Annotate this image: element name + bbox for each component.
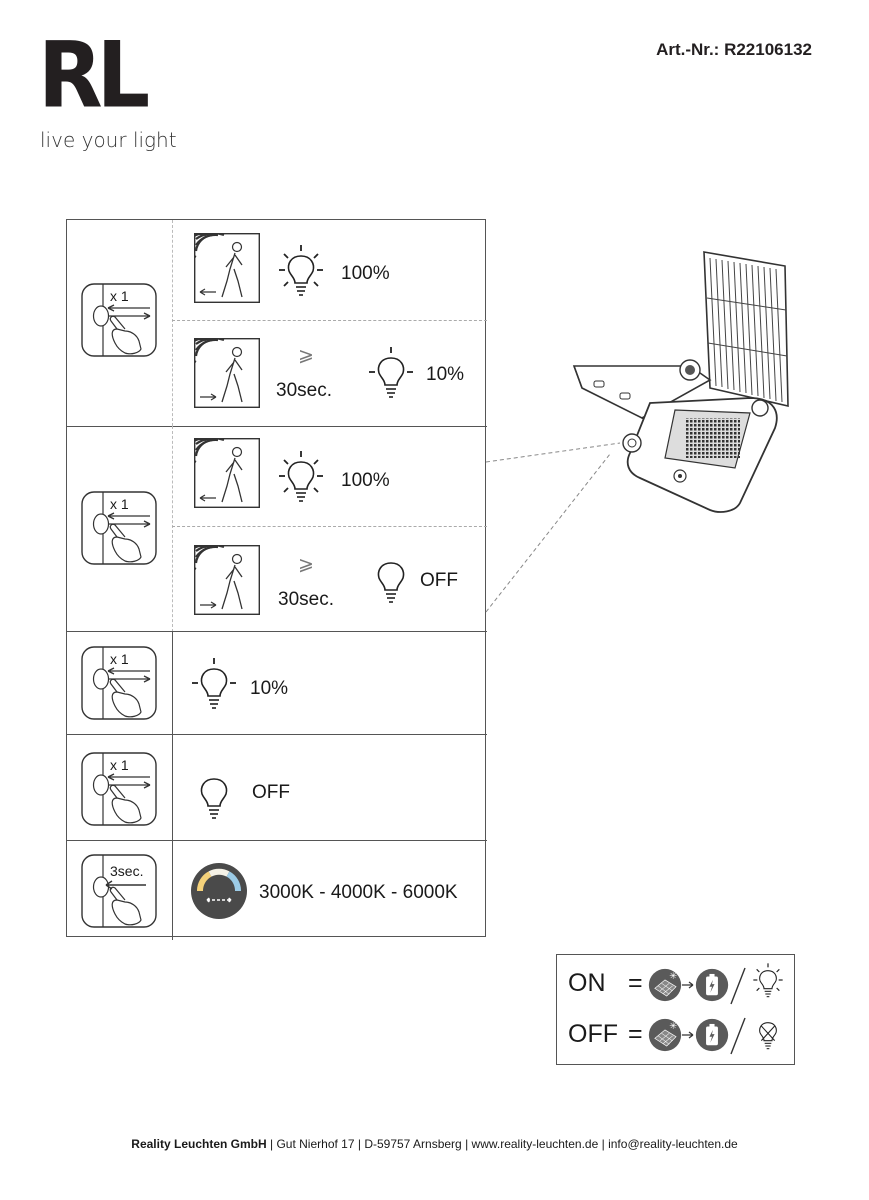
footer-company: Reality Leuchten GmbH <box>131 1137 267 1151</box>
greater-equal-symbol: ⩾ <box>298 345 314 366</box>
column-divider <box>172 631 173 940</box>
color-temperature-values: 3000K - 4000K - 6000K <box>259 882 458 903</box>
article-label: Art.-Nr.: <box>656 40 720 59</box>
arrows-icon <box>104 771 154 791</box>
brand-tagline: live your light <box>40 128 177 152</box>
brightness-value: OFF <box>252 782 290 803</box>
bulb-bright-icon <box>748 962 788 1002</box>
brightness-value: 10% <box>426 364 465 385</box>
bulb-bright-icon <box>271 449 331 509</box>
footer-separator: | <box>270 1137 274 1151</box>
arrow-right-icon <box>682 981 694 989</box>
bulb-off-icon <box>361 550 421 610</box>
solar-panel-icon <box>648 1018 682 1052</box>
press-count-label: x 1 <box>110 651 129 667</box>
arrows-icon <box>104 510 154 530</box>
brightness-value: 100% <box>341 470 390 491</box>
bulb-off-icon <box>748 1014 788 1054</box>
press-count-label: x 1 <box>110 496 129 512</box>
solar-panel-icon <box>648 968 682 1002</box>
arrows-icon <box>104 302 154 322</box>
press-duration-label: 3sec. <box>110 863 144 879</box>
row-divider <box>67 734 487 735</box>
sub-row-divider <box>172 320 487 321</box>
slash-divider <box>730 1017 746 1055</box>
footer-city: D-59757 Arnsberg <box>364 1137 462 1151</box>
footer-address: Gut Nierhof 17 <box>276 1137 355 1151</box>
footer-separator: | <box>465 1137 469 1151</box>
legend-on-label: ON <box>568 969 606 997</box>
footer-email-link[interactable]: info@reality-leuchten.de <box>608 1137 738 1151</box>
arrow-right-icon <box>682 1031 694 1039</box>
arrow-left-icon <box>199 288 216 296</box>
legend-equals: = <box>628 969 643 997</box>
slash-divider <box>730 967 746 1005</box>
leader-lines <box>485 442 621 613</box>
footer-separator: | <box>601 1137 605 1151</box>
footer-web-link[interactable]: www.reality-leuchten.de <box>471 1137 599 1151</box>
sub-row-divider <box>172 526 487 527</box>
arrow-right-icon <box>200 393 217 401</box>
brightness-value: 100% <box>341 263 390 284</box>
press-count-label: x 1 <box>110 757 129 773</box>
bulb-dim-icon <box>361 345 421 405</box>
arrows-icon <box>104 665 154 685</box>
legend-off-label: OFF <box>568 1020 618 1048</box>
brightness-value: OFF <box>420 570 458 591</box>
bulb-bright-icon <box>271 243 331 303</box>
row-divider <box>67 840 487 841</box>
column-divider <box>172 220 173 426</box>
footer: Reality Leuchten GmbH | Gut Nierhof 17 |… <box>0 1137 869 1151</box>
arrow-left-icon <box>105 880 146 890</box>
legend-box: ON = OFF = <box>556 954 795 1065</box>
greater-equal-symbol: ⩾ <box>298 554 314 575</box>
footer-separator: | <box>357 1137 361 1151</box>
arrow-left-icon <box>199 494 216 502</box>
article-number: Art.-Nr.: R22106132 <box>656 40 812 60</box>
delay-time: 30sec. <box>276 380 332 401</box>
arrow-right-icon <box>200 601 217 609</box>
article-value: R22106132 <box>724 40 812 59</box>
function-table <box>66 219 487 940</box>
row-divider <box>67 631 487 632</box>
battery-icon <box>695 968 729 1002</box>
brightness-value: 10% <box>250 678 289 699</box>
column-divider <box>172 426 173 632</box>
brand-logo: RL <box>38 22 150 129</box>
press-count-label: x 1 <box>110 288 129 304</box>
color-temperature-icon <box>191 863 247 919</box>
solar-floodlight-illustration <box>572 251 789 513</box>
delay-time: 30sec. <box>278 589 334 610</box>
bulb-off-icon <box>184 766 244 826</box>
bulb-dim-icon <box>184 656 244 716</box>
row-divider <box>67 426 487 427</box>
legend-equals: = <box>628 1020 643 1048</box>
battery-icon <box>695 1018 729 1052</box>
